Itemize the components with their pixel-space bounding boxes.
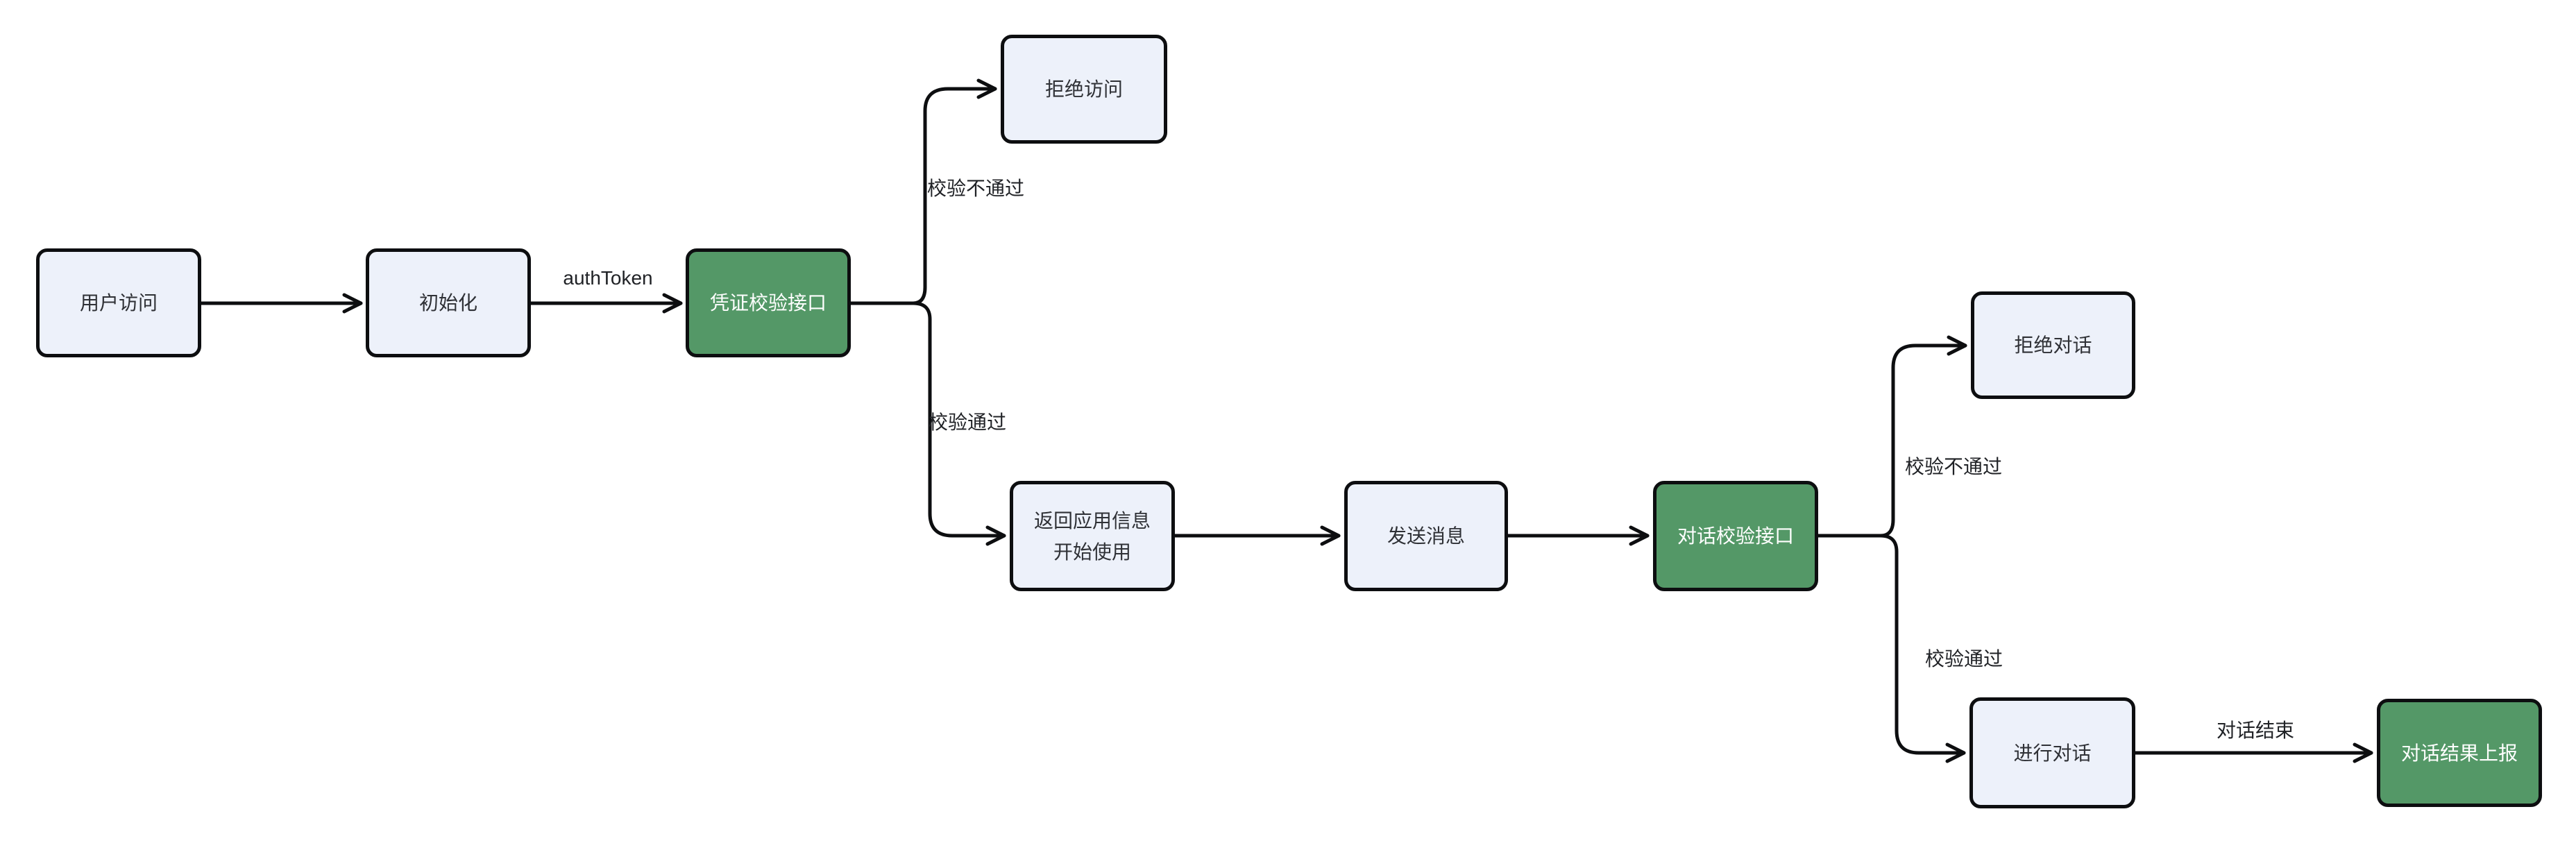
node-credential-check-api: 凭证校验接口 [686,248,851,357]
node-send-message: 发送消息 [1344,481,1508,591]
node-deny-access: 拒绝访问 [1001,35,1167,144]
edge-dialog-check-to-deny-dialog [1816,335,1967,538]
edge-label-authtoken: authToken [563,267,653,289]
node-label: 发送消息 [1387,525,1465,547]
edge-label-credential-fail: 校验不通过 [926,178,1025,199]
node-deny-dialog: 拒绝对话 [1971,291,2135,399]
edge-label-dialog-fail: 校验不通过 [1904,456,2003,477]
edge-dialog-check-to-do-dialog [1879,534,1966,763]
node-label: 凭证校验接口 [709,292,827,314]
node-label: 初始化 [418,292,477,314]
node-label: 返回应用信息 开始使用 [1033,509,1151,563]
node-report-dialog-result: 对话结果上报 [2377,699,2542,807]
node-label: 进行对话 [2013,742,2092,764]
node-do-dialog: 进行对话 [1969,697,2135,808]
node-init: 初始化 [366,248,531,357]
edge-credential-check-to-return-app-info [911,301,1006,546]
node-return-app-info: 返回应用信息 开始使用 [1010,481,1175,591]
edge-label-credential-pass: 校验通过 [928,411,1007,433]
edge-label-dialog-end: 对话结束 [2216,720,2295,741]
node-dialog-check-api: 对话校验接口 [1653,481,1818,591]
node-label: 拒绝对话 [2014,334,2092,356]
node-label: 用户访问 [79,292,158,314]
edge-label-dialog-pass: 校验通过 [1924,648,2003,670]
node-user-visit: 用户访问 [36,248,201,357]
node-label: 对话结果上报 [2400,742,2518,764]
node-label: 拒绝访问 [1044,78,1123,100]
node-label: 对话校验接口 [1677,525,1794,547]
